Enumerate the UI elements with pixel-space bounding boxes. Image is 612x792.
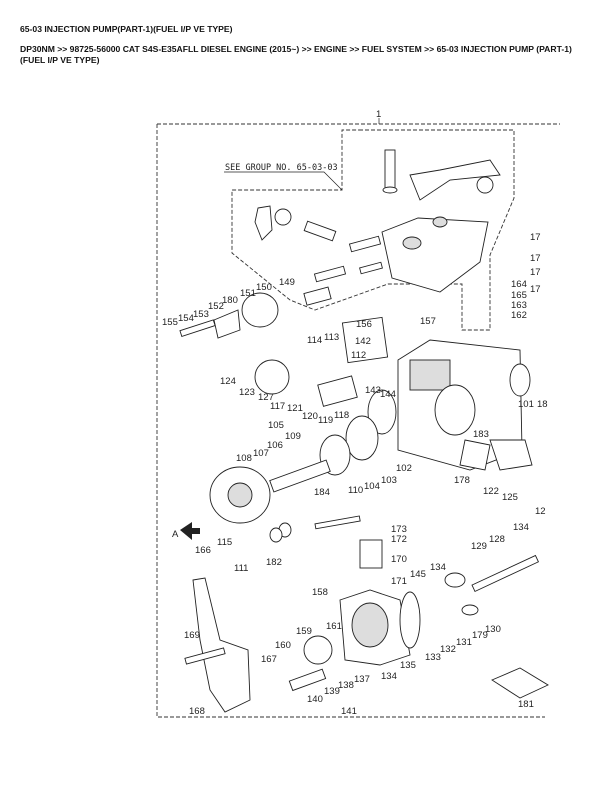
part-label-120: 120 (302, 411, 318, 422)
part-label-164: 164 (511, 279, 527, 290)
part-label-110: 110 (348, 485, 363, 496)
part-label-180: 180 (222, 295, 238, 306)
part-label-173: 173 (391, 524, 407, 535)
part-label-153: 153 (193, 309, 209, 320)
part-label-103: 103 (381, 475, 397, 486)
part-label-127: 127 (258, 392, 274, 403)
part-label-183: 183 (473, 429, 489, 440)
part-label-166: 166 (195, 545, 211, 556)
part-label-121: 121 (287, 403, 303, 414)
part-label-159: 159 (296, 626, 312, 637)
part-label-151: 151 (240, 288, 256, 299)
part-label-134: 134 (430, 562, 446, 573)
view-arrow-icon (180, 522, 200, 540)
governor-group-boundary (231, 129, 515, 331)
part-label-115: 115 (217, 537, 232, 548)
part-label-134: 134 (513, 522, 529, 533)
part-label-101: 101 (518, 399, 534, 410)
part-label-18: 18 (537, 399, 548, 410)
part-label-131: 131 (456, 637, 472, 648)
part-label-119: 119 (318, 415, 333, 426)
part-label-145: 145 (410, 569, 426, 580)
see-group-note: SEE GROUP NO. 65-03-03 (225, 163, 338, 173)
part-label-128: 128 (489, 534, 505, 545)
part-label-118: 118 (334, 410, 349, 421)
part-label-141: 141 (341, 706, 357, 717)
part-label-124: 124 (220, 376, 236, 387)
part-label-140: 140 (307, 694, 323, 705)
distributor-head (184, 515, 549, 713)
part-label-142: 142 (355, 336, 371, 347)
part-label-156: 156 (356, 319, 372, 330)
part-label-160: 160 (275, 640, 291, 651)
part-label-12: 12 (535, 506, 546, 517)
part-label-17: 17 (530, 232, 541, 243)
governor-linkage (254, 205, 383, 306)
part-label-144: 144 (380, 389, 396, 400)
part-label-113: 113 (324, 332, 339, 343)
part-label-123: 123 (239, 387, 255, 398)
assembly-label: 1 (376, 109, 381, 120)
part-label-139: 139 (324, 686, 340, 697)
breadcrumb: DP30NM >> 98725-56000 CAT S4S-E35AFLL DI… (20, 44, 572, 65)
part-label-162: 162 (511, 310, 527, 321)
part-label-137: 137 (354, 674, 370, 685)
view-arrow-label: A (172, 529, 179, 540)
part-label-108: 108 (236, 453, 252, 464)
part-label-129: 129 (471, 541, 487, 552)
part-labels: 1717171716416516316214915015118015215315… (162, 232, 548, 717)
part-label-125: 125 (502, 492, 518, 503)
pump-housing (319, 339, 533, 476)
drive-shaft-assembly (179, 292, 389, 543)
part-label-132: 132 (440, 644, 456, 655)
part-label-138: 138 (338, 680, 354, 691)
part-label-168: 168 (189, 706, 205, 717)
part-label-170: 170 (391, 554, 407, 565)
part-label-106: 106 (267, 440, 283, 451)
part-label-155: 155 (162, 317, 178, 328)
part-label-143: 143 (365, 385, 381, 396)
part-label-169: 169 (184, 630, 200, 641)
part-label-134: 134 (381, 671, 397, 682)
part-label-17: 17 (530, 253, 541, 264)
part-label-154: 154 (178, 313, 194, 324)
part-label-163: 163 (511, 300, 527, 311)
part-label-133: 133 (425, 652, 441, 663)
part-label-109: 109 (285, 431, 301, 442)
governor-cover (381, 149, 501, 293)
part-label-149: 149 (279, 277, 295, 288)
part-label-107: 107 (253, 448, 269, 459)
part-label-172: 172 (391, 534, 407, 545)
part-label-117: 117 (270, 401, 285, 412)
assembly-boundary (156, 123, 560, 718)
part-label-161: 161 (326, 621, 342, 632)
part-label-135: 135 (400, 660, 416, 671)
part-label-182: 182 (266, 557, 282, 568)
part-label-184: 184 (314, 487, 330, 498)
part-label-17: 17 (530, 267, 541, 278)
part-label-122: 122 (483, 486, 499, 497)
part-label-157: 157 (420, 316, 436, 327)
part-label-114: 114 (307, 335, 322, 346)
part-label-111: 111 (234, 563, 248, 574)
part-label-158: 158 (312, 587, 328, 598)
part-label-130: 130 (485, 624, 501, 635)
part-label-178: 178 (454, 475, 470, 486)
part-label-17: 17 (530, 284, 541, 295)
part-label-152: 152 (208, 301, 224, 312)
part-label-150: 150 (256, 282, 272, 293)
part-label-104: 104 (364, 481, 380, 492)
part-label-105: 105 (268, 420, 284, 431)
part-label-102: 102 (396, 463, 412, 474)
page-title: 65-03 INJECTION PUMP(PART-1)(FUEL I/P VE… (20, 24, 233, 34)
part-label-171: 171 (391, 576, 407, 587)
see-group-leader (224, 171, 343, 191)
part-label-181: 181 (518, 699, 534, 710)
part-label-167: 167 (261, 654, 277, 665)
part-label-112: 112 (351, 350, 366, 361)
part-label-179: 179 (472, 630, 488, 641)
part-label-165: 165 (511, 290, 527, 301)
